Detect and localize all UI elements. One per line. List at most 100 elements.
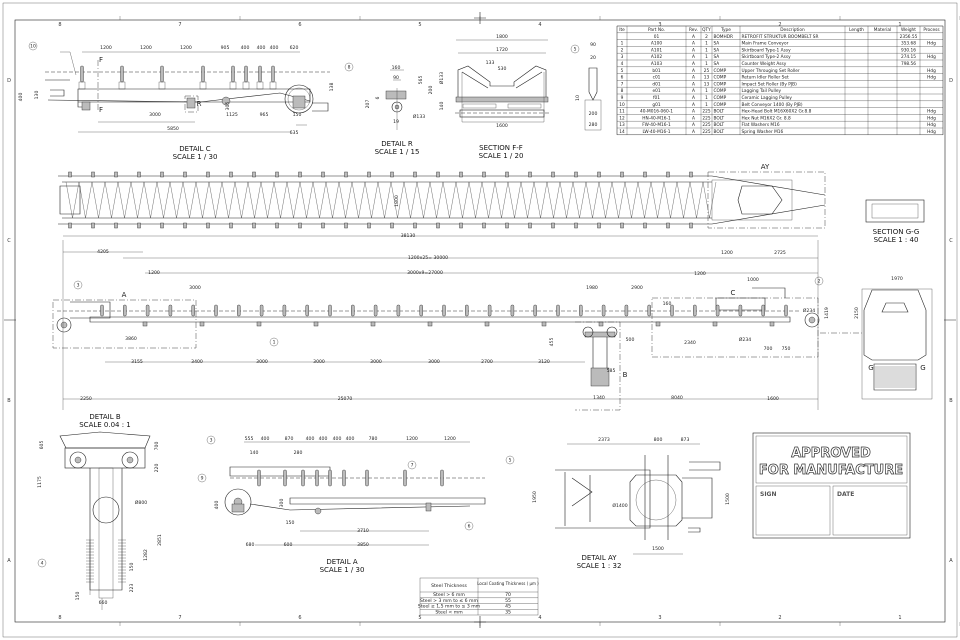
roller-icon: [396, 304, 401, 317]
truss-member: [351, 181, 366, 219]
roller-icon: [258, 65, 262, 83]
roller-icon: [201, 65, 205, 83]
bom-cell: 5: [621, 68, 624, 74]
coating-header: Steel Thickness: [431, 583, 467, 589]
zone-column-label: 2: [778, 615, 781, 621]
truss-member: [104, 181, 119, 219]
bom-cell: BOLT: [714, 129, 725, 135]
dimension-label: 1800: [496, 34, 508, 40]
balloon-number: 2: [818, 279, 821, 285]
truss-member: [494, 181, 509, 219]
truss-member: [624, 181, 639, 219]
bom-header: Description: [780, 27, 805, 33]
bom-cell: SA: [714, 54, 720, 60]
dimension-label: 2340: [684, 340, 696, 346]
bom-cell: 2: [621, 47, 624, 53]
truss-member: [650, 181, 665, 219]
idler-icon: [620, 171, 624, 178]
detail-c-drawing: [45, 51, 330, 133]
roller-icon: [283, 469, 287, 487]
dimension-label: 3000: [189, 285, 201, 291]
bom-cell: A: [692, 115, 695, 121]
idler-icon: [321, 222, 325, 229]
dimension-label: 5850: [167, 126, 179, 132]
zone-column-label: 8: [58, 22, 61, 28]
bom-cell: A: [692, 75, 695, 81]
bom-cell: Hdg: [927, 68, 936, 74]
dimension-label: 1200: [100, 45, 112, 51]
return-idler-icon: [541, 321, 547, 327]
view-marker: G: [868, 364, 873, 372]
truss-member: [325, 181, 340, 219]
return-idler-icon: [712, 321, 718, 327]
zone-column-label: 1: [898, 615, 901, 621]
dimension-label: 1200: [140, 45, 152, 51]
dimension-label: 635: [290, 130, 299, 136]
truss-member: [455, 181, 470, 219]
bom-cell: 225: [702, 109, 710, 115]
truss-member: [117, 181, 132, 219]
roller-icon: [715, 304, 720, 317]
roller-icon: [601, 304, 606, 317]
bom-cell: COMP: [714, 75, 727, 81]
idler-icon: [505, 171, 509, 178]
idler-icon: [436, 171, 440, 178]
item-balloon: [37, 558, 47, 568]
truss-member: [91, 181, 106, 219]
dimension-label: 200: [589, 111, 598, 117]
bom-cell: Hex Nut M16X2 Gr. 8.8: [742, 115, 791, 121]
roller-bracket: [229, 81, 237, 90]
idler-icon: [482, 171, 486, 178]
dimension-label: 400: [306, 436, 315, 442]
bom-cell: Hdg: [927, 122, 936, 128]
bom-cell: Counter Weight Assy: [742, 61, 787, 67]
bom-cell: e01: [652, 88, 660, 94]
roller-icon: [231, 65, 235, 83]
bom-header: Length: [849, 27, 864, 33]
balloon-number: 10: [30, 44, 36, 50]
bom-cell: 798.56: [901, 61, 916, 67]
roller-icon: [510, 304, 515, 317]
bom-cell: Impact Set Roller (By PJB): [742, 81, 798, 87]
idler-icon: [413, 222, 417, 229]
dimension-label: 1200x25= 30000: [408, 255, 448, 261]
roller-icon: [403, 469, 407, 487]
dimension-label: 870: [285, 436, 294, 442]
truss-member: [247, 181, 262, 219]
roller-icon: [271, 65, 275, 83]
truss-member: [130, 181, 145, 219]
dimension-label: 10: [575, 95, 581, 101]
idler-icon: [643, 222, 647, 229]
coating-cell: 35: [505, 609, 511, 615]
return-idler-icon: [313, 321, 319, 327]
dimension-label: 400: [241, 45, 250, 51]
bom-cell: 353.68: [901, 41, 916, 47]
idler-icon: [390, 222, 394, 229]
return-idler-icon: [142, 321, 148, 327]
dimension-label: 3000x9=27000: [407, 270, 443, 276]
dimension-label: Ø234: [739, 336, 751, 343]
dimension-label: 555: [245, 436, 254, 442]
idler-icon: [597, 222, 601, 229]
idler-icon: [183, 171, 187, 178]
dimension-label: Ø234: [803, 307, 815, 314]
balloon-number: 6: [468, 524, 471, 530]
truss-member: [260, 181, 275, 219]
roller-icon: [100, 304, 104, 317]
roller-bracket: [78, 81, 86, 90]
bom-cell: A: [692, 102, 695, 108]
truss-member: [312, 181, 327, 219]
zone-row-label: D: [7, 78, 11, 84]
view-scale: SCALE 1 / 20: [479, 152, 524, 160]
roller-icon: [160, 65, 164, 83]
dimension-label: 585: [607, 368, 616, 374]
dimension-label: 200: [428, 86, 434, 95]
zone-column-label: 3: [658, 22, 661, 28]
roller-icon: [738, 304, 743, 317]
coating-cell: Steel < mm: [435, 609, 463, 615]
idler-icon: [344, 222, 348, 229]
truss-member: [689, 181, 704, 219]
